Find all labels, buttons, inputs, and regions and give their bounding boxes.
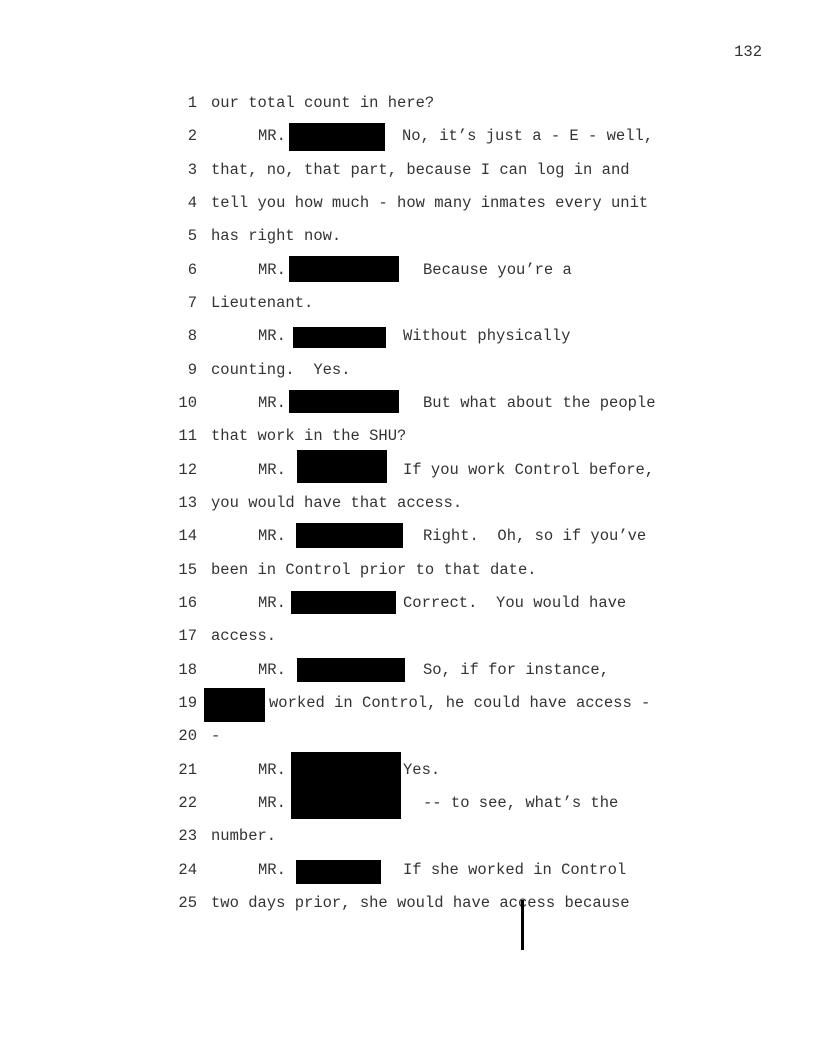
transcript-line: 6 MR. Because you’re a <box>0 261 816 281</box>
transcript-line: 25 two days prior, she would have access … <box>0 894 816 914</box>
line-text: Without physically <box>403 327 571 346</box>
line-text: If she worked in Control <box>403 860 627 879</box>
line-number: 7 <box>187 293 197 312</box>
line-number: 16 <box>178 593 197 612</box>
line-number: 21 <box>178 760 197 779</box>
transcript-line: 11 that work in the SHU? <box>0 427 816 447</box>
redaction-box <box>296 523 403 548</box>
transcript-line: 13 you would have that access. <box>0 494 816 514</box>
line-number: 14 <box>178 527 197 546</box>
line-text: been in Control prior to that date. <box>211 560 537 579</box>
line-text: our total count in here? <box>211 94 435 112</box>
line-text: - <box>211 727 221 746</box>
speaker-label: MR. <box>258 660 286 679</box>
speaker-label: MR. <box>258 527 286 546</box>
speaker-label: MR. <box>258 393 286 412</box>
line-text: Right. Oh, so if you’ve <box>423 527 647 546</box>
line-number: 12 <box>178 460 197 479</box>
line-text: Yes. <box>403 760 441 779</box>
transcript-line: 4 tell you how much - how many inmates ev… <box>0 194 816 214</box>
line-text: has right now. <box>211 227 342 246</box>
transcript-line: 14 MR. Right. Oh, so if you’ve <box>0 527 816 547</box>
line-number: 13 <box>178 493 197 512</box>
line-number: 23 <box>178 827 197 846</box>
transcript-line: 1 our total count in here? <box>0 94 816 114</box>
redaction-box <box>289 390 399 413</box>
redaction-box <box>296 860 381 884</box>
line-number: 4 <box>187 193 197 212</box>
speaker-label: MR. <box>258 327 286 346</box>
line-number: 6 <box>187 260 197 279</box>
line-number: 10 <box>178 393 197 412</box>
speaker-label: MR. <box>258 460 286 479</box>
speaker-label: MR. <box>258 127 286 146</box>
line-text: worked in Control, he could have access … <box>269 693 651 712</box>
transcript-line: 3 that, no, that part, because I can log … <box>0 161 816 181</box>
line-text: tell you how much - how many inmates eve… <box>211 193 649 212</box>
transcript-line: 17 access. <box>0 627 816 647</box>
speaker-label: MR. <box>258 593 286 612</box>
line-text: that work in the SHU? <box>211 427 407 446</box>
line-text: counting. Yes. <box>211 360 351 379</box>
transcript-line: 21 MR. Yes. <box>0 761 816 781</box>
line-text: So, if for instance, <box>423 660 610 679</box>
transcript-line: 20- <box>0 727 816 747</box>
transcript-line: 2 MR. No, it’s just a - E - well, <box>0 127 816 147</box>
line-number: 24 <box>178 860 197 879</box>
transcript-line: 5 has right now. <box>0 227 816 247</box>
line-number: 22 <box>178 793 197 812</box>
line-text: that, no, that part, because I can log i… <box>211 160 630 179</box>
page-number: 132 <box>734 43 762 61</box>
redaction-box <box>289 123 385 151</box>
line-text: -- to see, what’s the <box>423 793 619 812</box>
transcript-line: 12 MR. If you work Control before, <box>0 461 816 481</box>
transcript-line: 22 MR. -- to see, what’s the <box>0 794 816 814</box>
line-text: But what about the people <box>423 393 656 412</box>
transcript-line: 8 MR. Without physically <box>0 327 816 347</box>
transcript-line: 24 MR. If she worked in Control <box>0 861 816 881</box>
line-number: 19 <box>178 693 197 712</box>
transcript-line: 19 worked in Control, he could have acces… <box>0 694 816 714</box>
line-number: 9 <box>187 360 197 379</box>
redaction-box <box>289 256 399 282</box>
transcript-line: 10 MR. But what about the people <box>0 394 816 414</box>
transcript-line: 16 MR. Correct. You would have <box>0 594 816 614</box>
line-text: Lieutenant. <box>211 293 314 312</box>
line-text: Because you’re a <box>423 260 572 279</box>
line-number: 15 <box>178 560 197 579</box>
redaction-box <box>204 688 265 722</box>
line-number: 2 <box>187 127 197 146</box>
redaction-box <box>297 658 405 682</box>
speaker-label: MR. <box>258 793 286 812</box>
redaction-box <box>293 327 386 348</box>
redaction-box <box>291 591 396 614</box>
speaker-label: MR. <box>258 760 286 779</box>
line-number: 18 <box>178 660 197 679</box>
transcript-line: 9 counting. Yes. <box>0 361 816 381</box>
line-number: 17 <box>178 627 197 646</box>
line-number: 5 <box>187 227 197 246</box>
redaction-box <box>297 450 387 483</box>
line-text: No, it’s just a - E - well, <box>402 127 654 146</box>
transcript-line: 18 MR. So, if for instance, <box>0 661 816 681</box>
line-number: 20 <box>178 727 197 746</box>
line-number: 25 <box>178 893 197 912</box>
line-number: 3 <box>187 160 197 179</box>
speaker-label: MR. <box>258 860 286 879</box>
line-number: 1 <box>187 94 197 112</box>
line-number: 8 <box>187 327 197 346</box>
transcript-line: 23 number. <box>0 827 816 847</box>
line-text: Correct. You would have <box>403 593 627 612</box>
text-cursor <box>521 900 524 950</box>
line-text: number. <box>211 827 277 846</box>
line-number: 11 <box>178 427 197 446</box>
line-text: two days prior, she would have access be… <box>211 893 630 912</box>
transcript-line: 7 Lieutenant. <box>0 294 816 314</box>
line-text: If you work Control before, <box>403 460 655 479</box>
speaker-label: MR. <box>258 260 286 279</box>
line-text: access. <box>211 627 277 646</box>
transcript-line: 15 been in Control prior to that date. <box>0 561 816 581</box>
redaction-box <box>291 752 401 819</box>
line-text: you would have that access. <box>211 493 463 512</box>
